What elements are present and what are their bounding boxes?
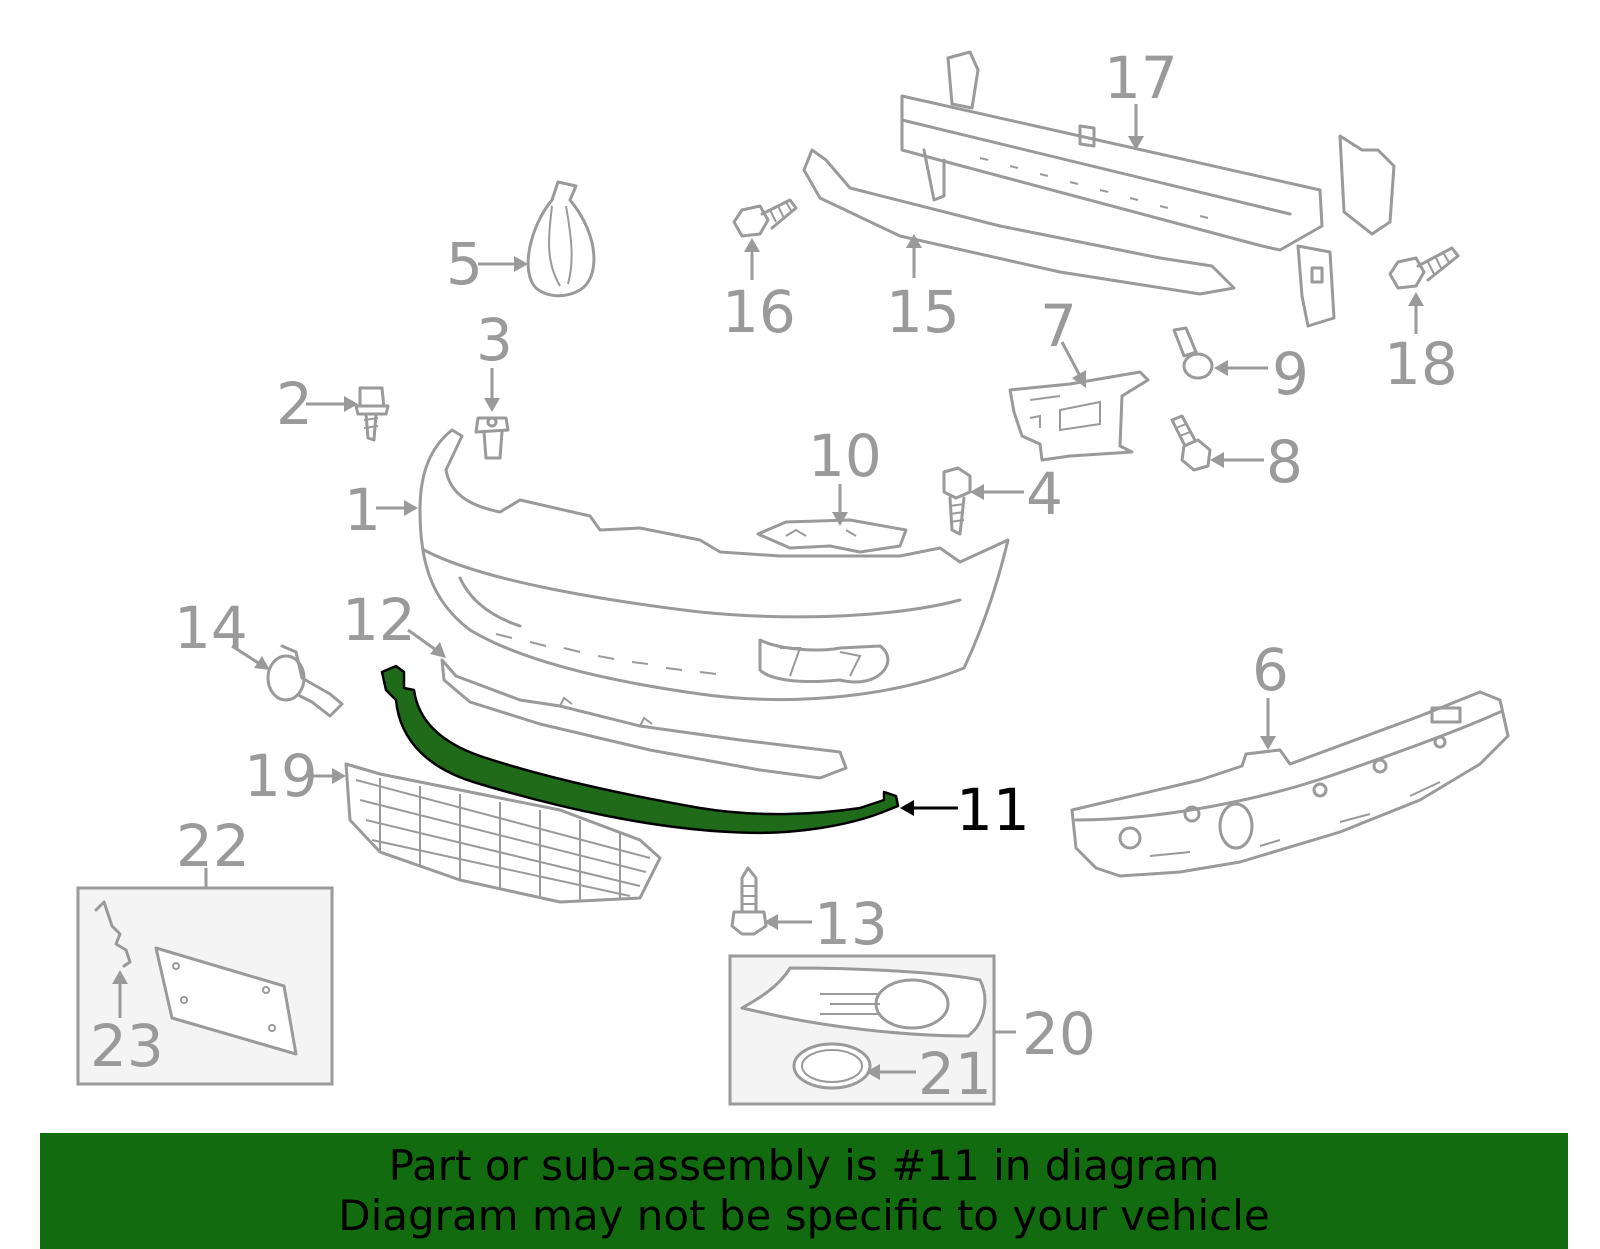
part-3-clip xyxy=(474,416,510,460)
callout-5: 5 xyxy=(446,230,483,298)
part-4-screw xyxy=(942,466,972,536)
part-8-screw xyxy=(1170,414,1212,472)
part-13-bolt xyxy=(730,866,768,936)
part-9-clip xyxy=(1172,326,1214,380)
part-15-strip xyxy=(802,148,1236,296)
callout-6: 6 xyxy=(1252,636,1289,704)
callout-4: 4 xyxy=(1026,460,1063,528)
part-5-bag xyxy=(526,180,596,298)
callout-11: 11 xyxy=(956,776,1030,844)
callout-10: 10 xyxy=(808,422,882,490)
callout-7: 7 xyxy=(1040,292,1077,360)
callout-12: 12 xyxy=(342,586,416,654)
part-14-cap xyxy=(266,644,344,718)
part-18-bolt xyxy=(1388,246,1460,290)
part-12-trim xyxy=(440,658,848,780)
part-17-impact-bar xyxy=(900,50,1396,328)
callout-3: 3 xyxy=(476,306,513,374)
banner-line-2: Diagram may not be specific to your vehi… xyxy=(338,1191,1270,1240)
callout-14: 14 xyxy=(174,594,248,662)
part-2-screw xyxy=(354,386,390,442)
callout-22: 22 xyxy=(176,812,250,880)
callout-9: 9 xyxy=(1272,340,1309,408)
part-6-absorber xyxy=(1070,690,1510,878)
callout-13: 13 xyxy=(814,890,888,958)
callout-20: 20 xyxy=(1022,1000,1096,1068)
callout-23: 23 xyxy=(90,1012,164,1080)
callout-17: 17 xyxy=(1104,44,1178,112)
part-7-bracket xyxy=(1008,370,1150,462)
callout-18: 18 xyxy=(1384,330,1458,398)
part-1-bumper-cover xyxy=(418,428,1010,701)
part-10-bracket xyxy=(756,518,908,554)
part-16-bolt xyxy=(732,198,798,238)
callout-15: 15 xyxy=(886,278,960,346)
callout-16: 16 xyxy=(722,278,796,346)
callout-19: 19 xyxy=(244,742,318,810)
part-19-grille xyxy=(344,762,662,904)
banner-line-1: Part or sub-assembly is #11 in diagram xyxy=(388,1141,1220,1190)
callout-2: 2 xyxy=(276,370,313,438)
callout-8: 8 xyxy=(1266,428,1303,496)
info-banner: Part or sub-assembly is #11 in diagram D… xyxy=(40,1133,1568,1249)
part-11-lower-strip xyxy=(380,664,900,835)
box-20-fog-bezel xyxy=(728,954,996,1106)
callout-21: 21 xyxy=(918,1040,992,1108)
callout-1: 1 xyxy=(344,476,381,544)
callout-labels: 1 2 3 4 5 6 7 8 9 10 11 12 13 14 15 16 1… xyxy=(90,44,1458,1108)
leaders xyxy=(112,104,1424,1080)
